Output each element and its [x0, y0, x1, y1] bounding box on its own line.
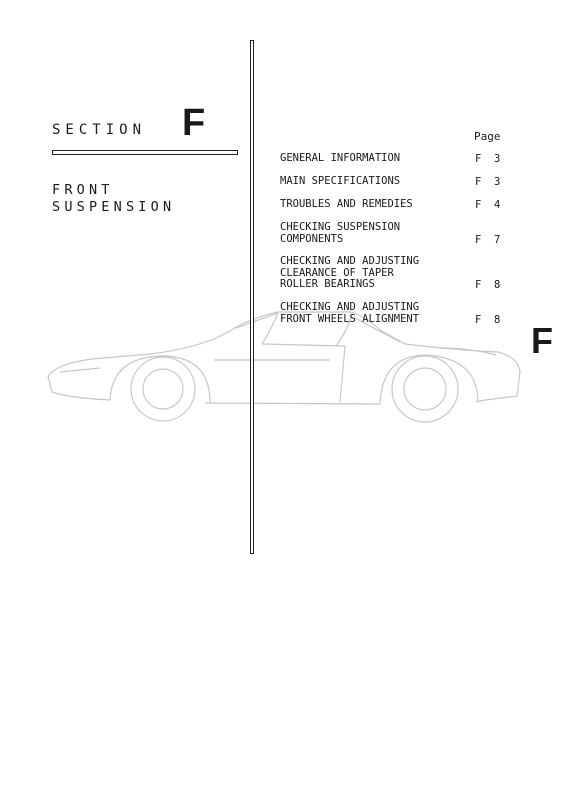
title-line-1: FRONT: [52, 182, 114, 198]
toc-item-page-ref: F 8: [475, 313, 501, 326]
section-letter: F: [182, 102, 206, 144]
toc-item-page-ref: F 4: [475, 199, 501, 211]
toc-item-page-ref: F 8: [475, 279, 501, 291]
vertical-divider: [250, 40, 254, 554]
page-column-header: Page: [474, 130, 501, 143]
toc-item-label: GENERAL INFORMATION: [280, 152, 401, 164]
toc-item-label: TROUBLES AND REMEDIES: [280, 198, 413, 210]
section-tab-letter: F: [531, 320, 553, 361]
section-label: SECTION: [52, 122, 147, 138]
toc-item-page-ref: F 3: [475, 153, 501, 165]
toc-item-page-ref: F 7: [475, 233, 501, 246]
title-line-2: SUSPENSION: [52, 199, 176, 215]
toc-item-label: MAIN SPECIFICATIONS: [280, 175, 401, 187]
horizontal-rule: [52, 150, 238, 155]
toc-item-page-ref: F 3: [475, 176, 501, 188]
